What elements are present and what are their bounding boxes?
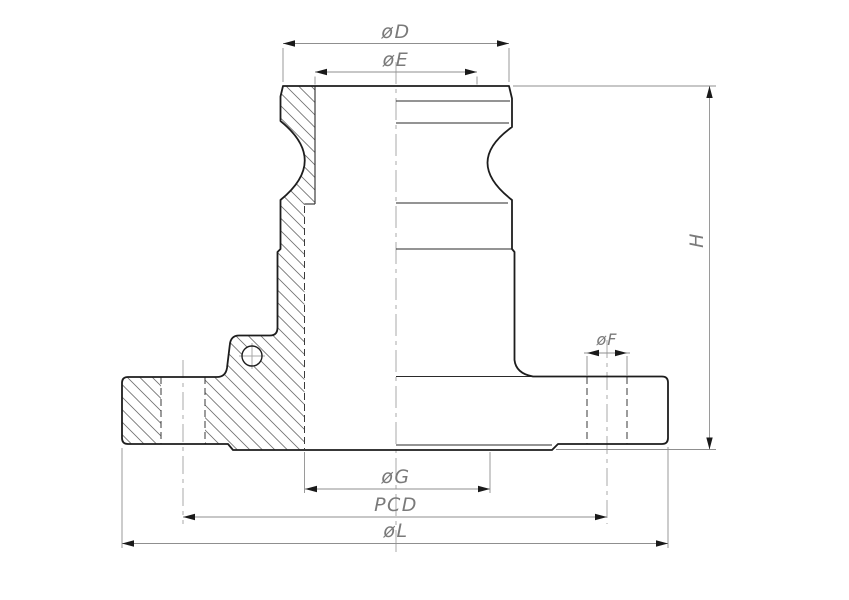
dim-of-arrows [587, 349, 627, 357]
dimension-lines [121, 43, 716, 548]
dim-ol-lines [121, 447, 669, 548]
part-outline [121, 85, 669, 451]
section-hatching [122, 86, 315, 450]
dimension-labels: øD øE øF øG PCD øL H [374, 21, 708, 542]
bolt-hole-right-edges [586, 377, 628, 444]
dim-ol-label: øL [382, 520, 408, 542]
centerlines [182, 62, 608, 556]
dim-h-label: H [686, 232, 708, 248]
dim-od-label: øD [380, 21, 410, 43]
dim-of-label: øF [596, 330, 618, 349]
dim-og-label: øG [380, 466, 410, 488]
dim-pcd-label: PCD [374, 494, 418, 516]
cam-pin-hole [241, 345, 263, 367]
internal-edges [304, 86, 552, 446]
hidden-lines [160, 206, 628, 449]
dim-oe-label: øE [382, 49, 410, 71]
dim-oe-lines [314, 71, 478, 85]
dim-h-lines [513, 85, 716, 450]
dimension-arrows [122, 40, 713, 547]
part-silhouette [121, 85, 669, 451]
dim-od-lines [282, 43, 510, 82]
bolt-hole-left-edges [160, 377, 206, 444]
dim-og-lines [304, 452, 491, 493]
pin-hole-crosshair [239, 343, 265, 369]
